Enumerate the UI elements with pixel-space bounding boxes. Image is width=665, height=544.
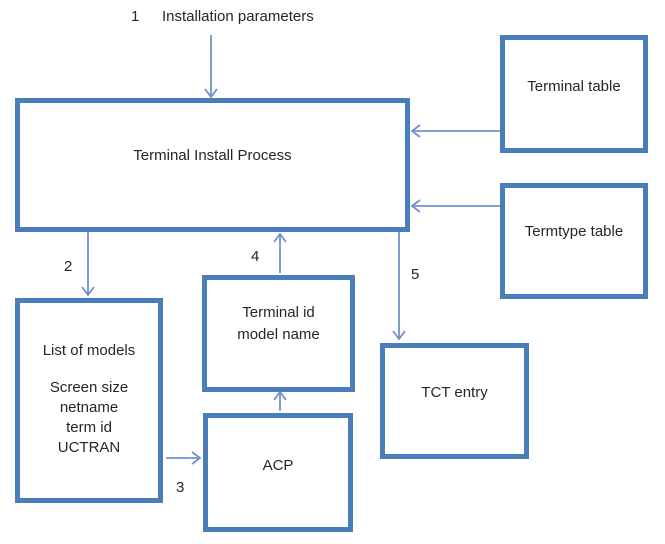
list-of-models-box: List of models Screen size netname term …	[15, 298, 163, 503]
arrow-process-to-tct-entry	[392, 232, 406, 341]
step-5-number: 5	[411, 266, 420, 283]
acp-label: ACP	[262, 456, 294, 474]
installation-parameters-label: Installation parameters	[162, 8, 314, 25]
list-of-models-line: Screen size	[49, 379, 129, 396]
terminal-table-box: Terminal table	[500, 35, 648, 153]
terminal-install-process-box: Terminal Install Process	[15, 98, 410, 232]
arrow-process-to-list-of-models	[81, 232, 95, 297]
arrow-acp-to-terminal-id	[273, 390, 287, 411]
step-3-number: 3	[176, 479, 185, 496]
arrow-termtype-table-to-process	[410, 199, 500, 213]
terminal-table-label: Terminal table	[527, 78, 621, 95]
list-of-models-line: netname	[59, 399, 119, 416]
list-of-models-line: List of models	[42, 342, 136, 359]
tct-entry-label: TCT entry	[421, 384, 488, 401]
terminal-install-process-label: Terminal Install Process	[133, 147, 292, 164]
list-of-models-line: term id	[66, 419, 112, 436]
arrow-terminal-table-to-process	[410, 124, 500, 138]
step-4-number: 4	[251, 248, 260, 265]
terminal-id-line: Terminal id	[242, 303, 315, 321]
list-of-models-line: UCTRAN	[57, 439, 121, 456]
model-name-line: model name	[237, 325, 320, 343]
arrow-terminal-id-to-process	[273, 232, 287, 273]
arrow-install-params-to-process	[204, 35, 218, 99]
terminal-id-model-name-box: Terminal id model name	[202, 275, 355, 392]
termtype-table-label: Termtype table	[524, 223, 624, 240]
step-2-number: 2	[64, 258, 73, 275]
step-1-number: 1	[131, 8, 140, 25]
tct-entry-box: TCT entry	[380, 343, 529, 459]
termtype-table-box: Termtype table	[500, 183, 648, 299]
arrow-list-of-models-to-acp	[166, 451, 202, 465]
acp-box: ACP	[203, 413, 353, 532]
